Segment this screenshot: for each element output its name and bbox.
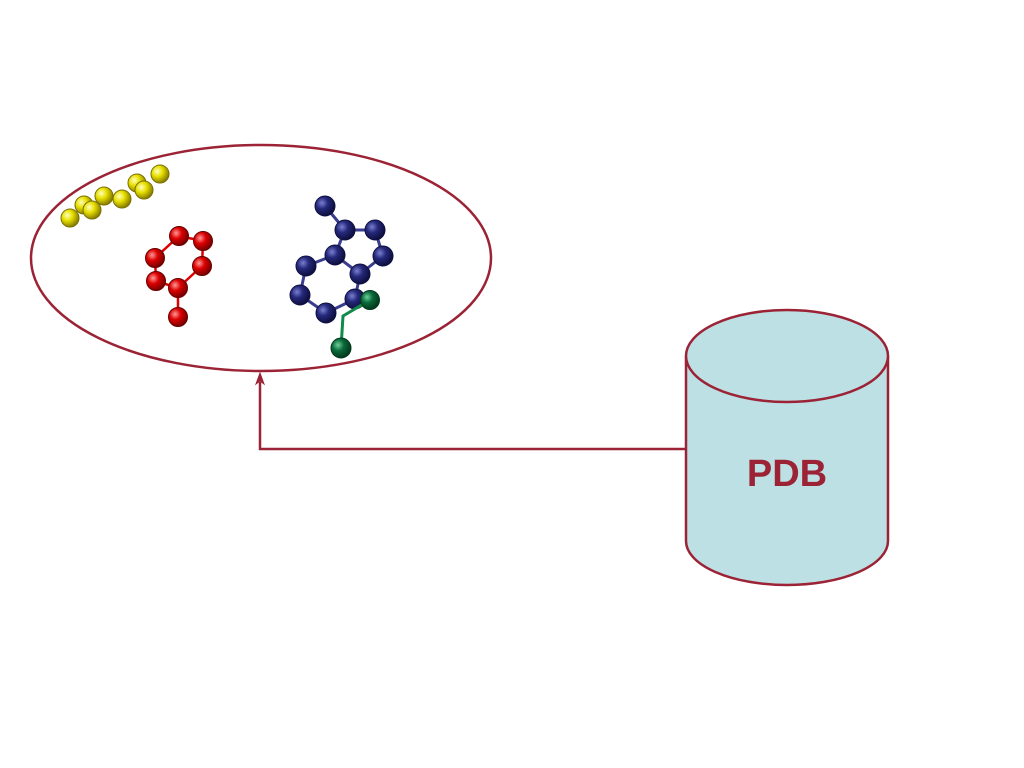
red-atom [146,271,166,291]
blue-atom [372,245,394,267]
connector-line [258,382,686,451]
red-ring-molecule [145,226,213,327]
red-atom [145,248,165,268]
red-atom [168,307,188,327]
blue-atom [314,195,336,217]
molecule-group [29,143,493,373]
blue-atom [349,263,371,285]
connector-arrow [254,371,686,451]
blue-atom [295,255,317,277]
red-atom [168,278,188,298]
yellow-atom [150,164,170,184]
red-atom [193,231,213,251]
yellow-atom [94,186,114,206]
red-atom [169,226,189,246]
green-atom [360,290,380,310]
yellow-chain-molecule [60,164,170,228]
blue-atom [289,284,311,306]
yellow-atom [60,208,80,228]
green-substituent [330,290,380,359]
database-label: PDB [747,453,827,495]
blue-atom [364,219,386,241]
arrow-up-icon [254,371,266,386]
yellow-atom [112,189,132,209]
green-atom [330,337,352,359]
green-bond [339,298,371,349]
blue-atom [324,244,346,266]
blue-atom [334,219,356,241]
blue-atom [315,302,337,324]
yellow-atom [82,200,102,220]
yellow-atom [134,180,154,200]
cylinder-top [684,308,890,404]
cylinder-body [684,356,890,587]
blue-bicyclic-molecule [289,195,394,324]
molecule-group-outline [29,143,493,373]
database-cylinder-icon: PDB [684,308,890,587]
red-atom [192,256,212,276]
